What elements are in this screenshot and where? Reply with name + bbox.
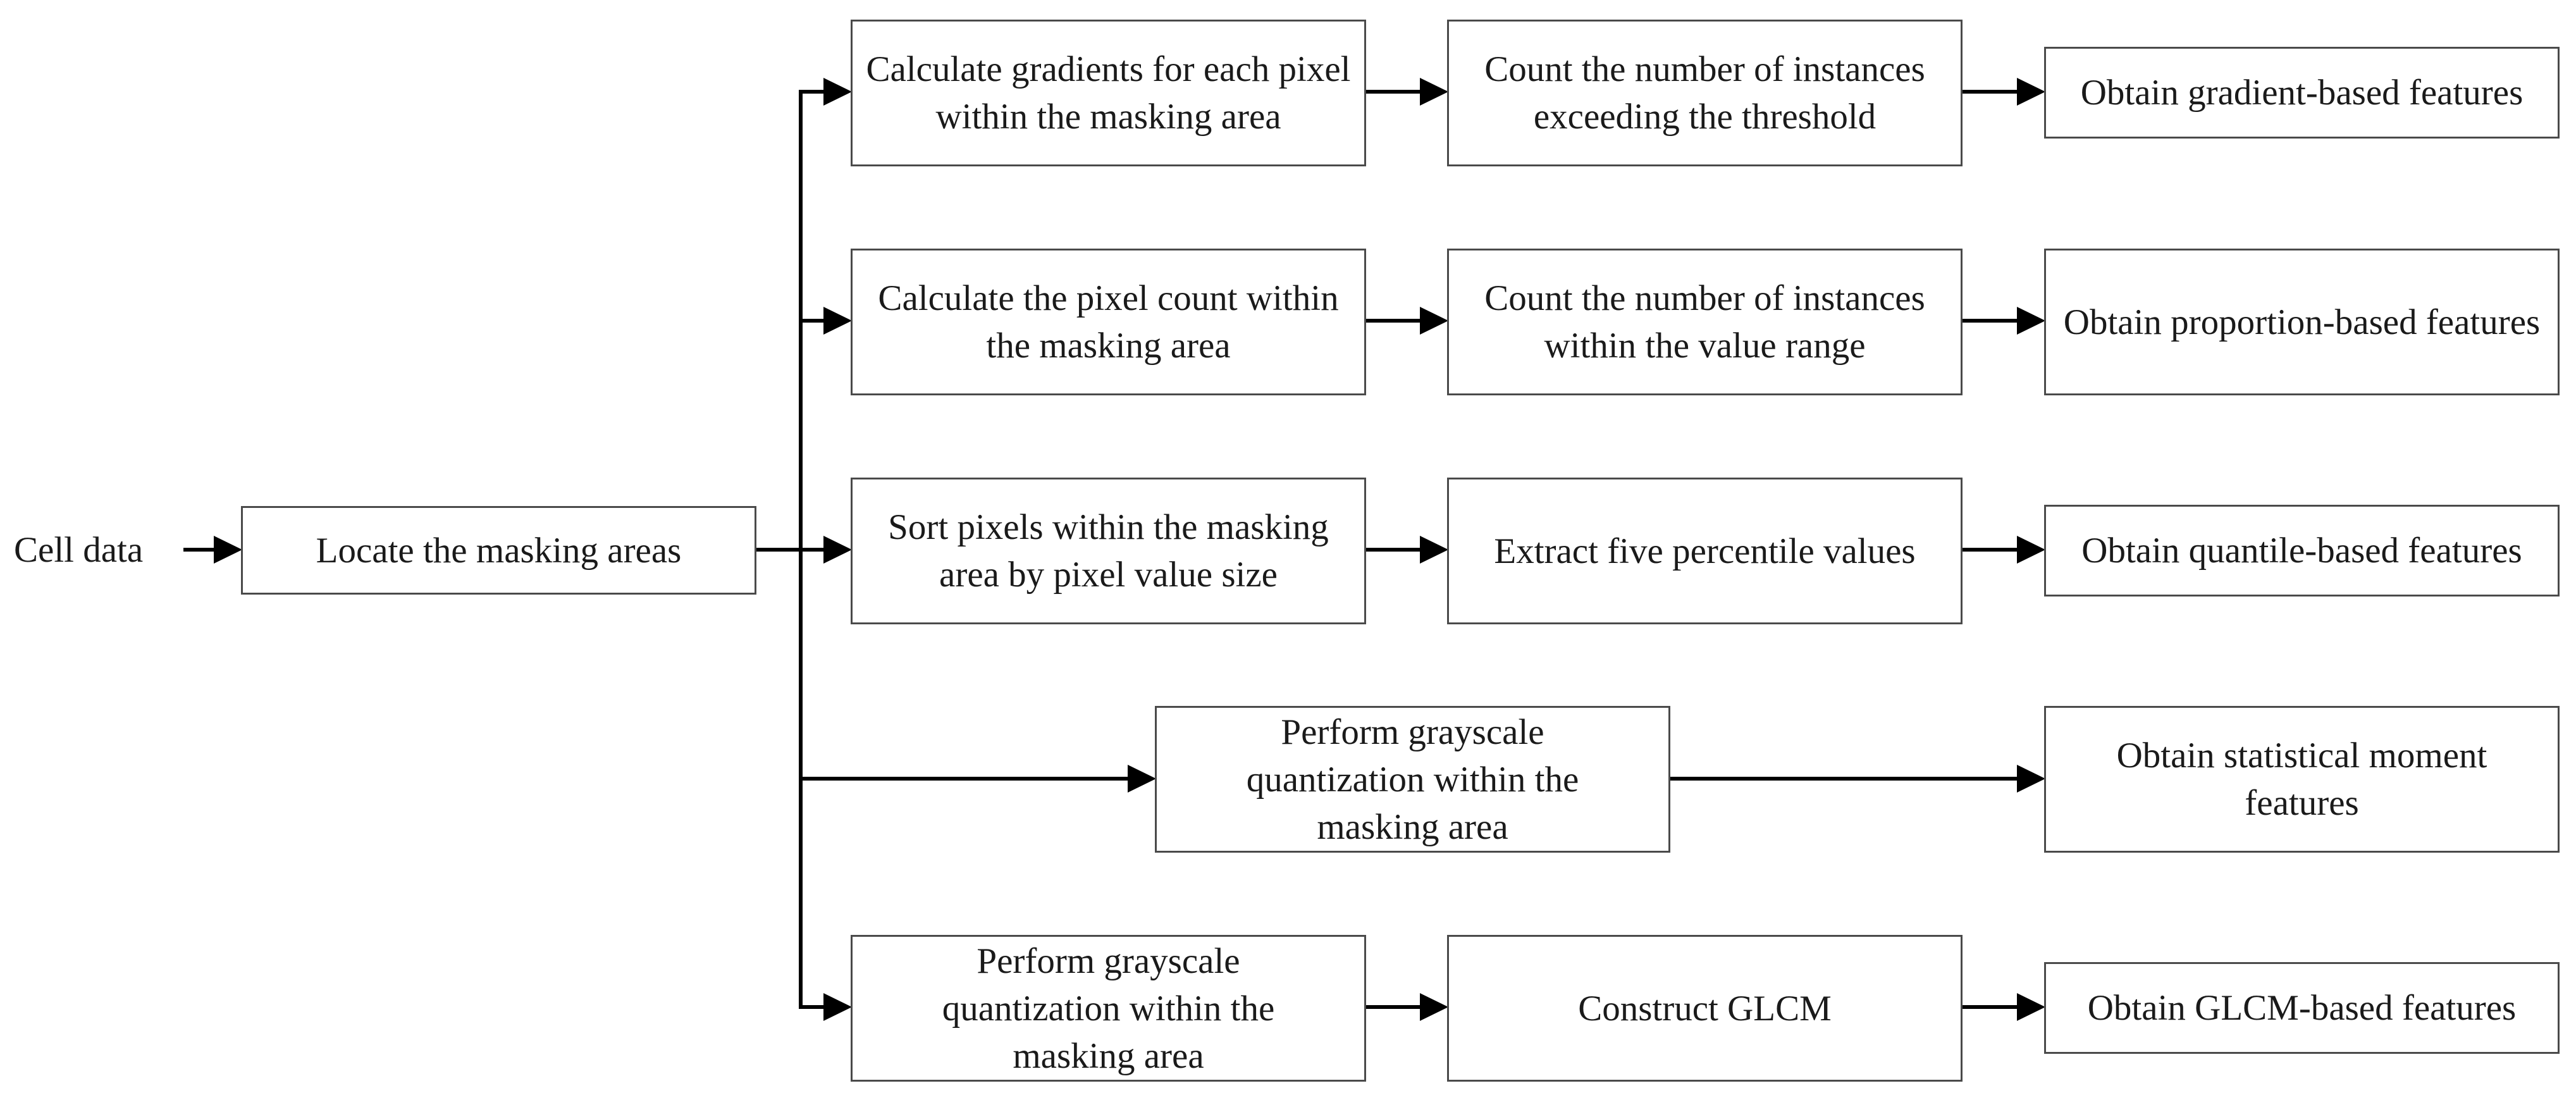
locate-masking-areas-text: Locate the masking areas <box>316 530 682 571</box>
row4-result-box: Obtain statistical moment features <box>2044 706 2560 853</box>
row5-step1-box: Perform grayscale quantization within th… <box>851 935 1366 1082</box>
row5-step1-text: Perform grayscale quantization within th… <box>942 941 1275 1076</box>
arrowhead <box>214 536 242 564</box>
locate-masking-areas-box: Locate the masking areas <box>241 506 756 595</box>
row2-step1-box: Calculate the pixel count within the mas… <box>851 249 1366 395</box>
row3-step2-box: Extract five percentile values <box>1447 478 1963 624</box>
row2-step2-text: Count the number of instances within the… <box>1484 278 1925 366</box>
row1-result-text: Obtain gradient-based features <box>2080 73 2524 113</box>
arrowhead <box>2017 993 2045 1021</box>
row1-step2-box: Count the number of instances exceeding … <box>1447 20 1963 166</box>
row1-step1-box: Calculate gradients for each pixel withi… <box>851 20 1366 166</box>
arrowhead <box>2017 536 2045 564</box>
row2-step1-text: Calculate the pixel count within the mas… <box>878 278 1339 366</box>
row3-step1-box: Sort pixels within the masking area by p… <box>851 478 1366 624</box>
row1-step1-text: Calculate gradients for each pixel withi… <box>866 49 1351 137</box>
arrowhead <box>823 536 852 564</box>
row2-result-text: Obtain proportion-based features <box>2063 302 2541 342</box>
arrowhead <box>1420 307 1448 335</box>
arrowhead <box>1420 78 1448 106</box>
row3-step2-text: Extract five percentile values <box>1494 531 1916 571</box>
row4-result-text: Obtain statistical moment features <box>2116 736 2487 823</box>
row3-result-text: Obtain quantile-based features <box>2081 531 2522 571</box>
row5-step2-text: Construct GLCM <box>1578 988 1832 1029</box>
arrowhead <box>2017 765 2045 793</box>
arrowhead <box>1420 993 1448 1021</box>
arrowhead <box>2017 78 2045 106</box>
row4-step1-box: Perform grayscale quantization within th… <box>1155 706 1670 853</box>
arrowhead <box>2017 307 2045 335</box>
arrowhead <box>1128 765 1156 793</box>
arrowhead <box>823 993 852 1021</box>
arrowhead <box>823 78 852 106</box>
row1-result-box: Obtain gradient-based features <box>2044 47 2560 139</box>
row5-step2-box: Construct GLCM <box>1447 935 1963 1082</box>
arrowhead <box>823 307 852 335</box>
row3-step1-text: Sort pixels within the masking area by p… <box>888 507 1329 595</box>
row5-result-text: Obtain GLCM-based features <box>2087 988 2517 1028</box>
row2-result-box: Obtain proportion-based features <box>2044 249 2560 395</box>
row4-step1-text: Perform grayscale quantization within th… <box>1246 712 1579 847</box>
input-label: Cell data <box>14 526 143 574</box>
row2-step2-box: Count the number of instances within the… <box>1447 249 1963 395</box>
input-label-text: Cell data <box>14 529 144 570</box>
row1-step2-text: Count the number of instances exceeding … <box>1484 49 1925 137</box>
arrowhead <box>1420 536 1448 564</box>
row3-result-box: Obtain quantile-based features <box>2044 505 2560 596</box>
row5-result-box: Obtain GLCM-based features <box>2044 962 2560 1054</box>
